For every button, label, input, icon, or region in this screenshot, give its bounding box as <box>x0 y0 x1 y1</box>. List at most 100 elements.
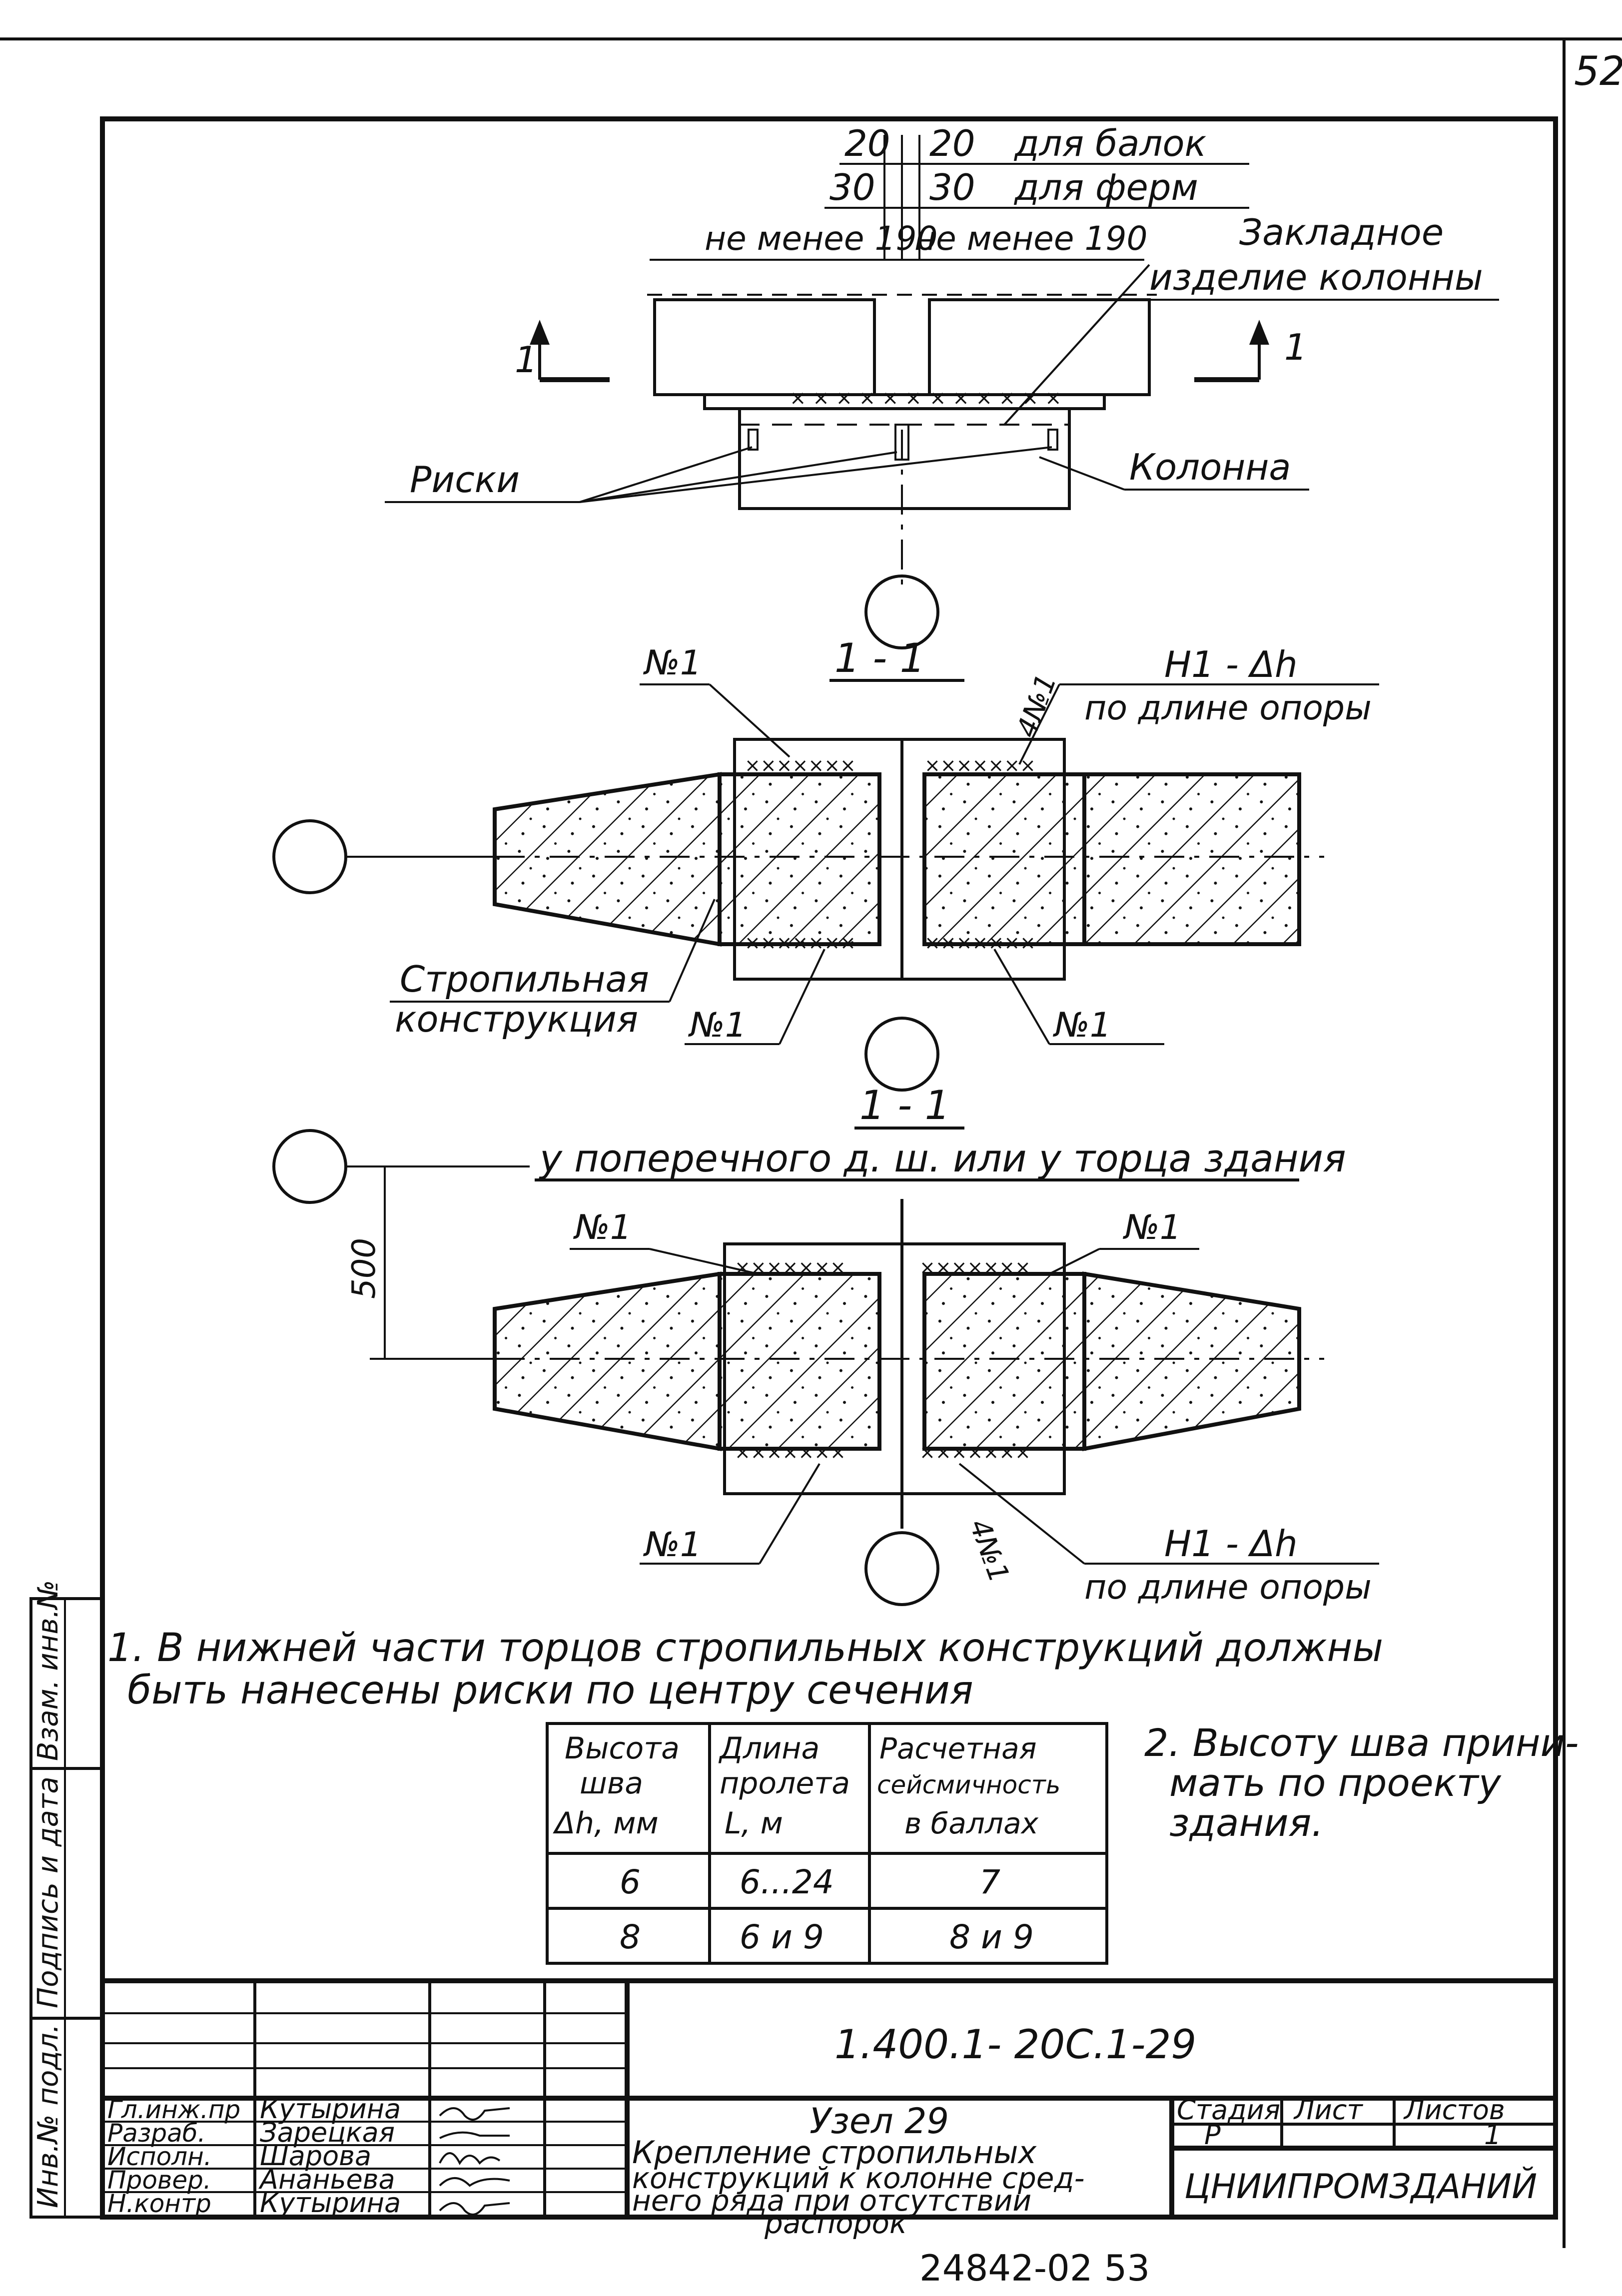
tb-signature-1 <box>439 2107 510 2121</box>
beam-end-right <box>928 298 1151 396</box>
section-a-title: 1 - 1 <box>834 635 925 681</box>
section-a-weld-bl: ××××××× <box>745 932 856 954</box>
weld-marks-right: × × × × × × <box>929 387 1062 410</box>
column-head <box>738 407 1071 510</box>
dim-beams-right: 20 <box>929 122 975 164</box>
section-b-weld-tr: ××××××× <box>919 1256 1031 1278</box>
dim-trusses-right: 30 <box>929 166 975 208</box>
drawing-frame <box>100 116 1558 2220</box>
tb-signature-3 <box>439 2152 501 2165</box>
section-b: 1 - 1 у поперечного д. ш. или у торца зд… <box>272 1082 1379 1607</box>
tb-stage-value: Р <box>1204 2119 1221 2151</box>
section-b-plate-outline <box>723 1242 1066 1495</box>
weld-marks-left: × × × × × × <box>790 387 922 410</box>
section-b-no1-bottom-left: №1 <box>643 1525 702 1565</box>
embedded-line1: Закладное <box>1239 211 1444 253</box>
section-a: 1 - 1 №1 4№1 H1 - Δh по длине опоры ××××… <box>272 635 1379 1092</box>
section-b-slab-left-taper <box>493 1271 722 1451</box>
section-b-h-sub: по длине опоры <box>1084 1568 1372 1607</box>
tb-name-4: Ананьева <box>258 2164 395 2195</box>
note2-line1: 2. Высоту шва прини- <box>1144 1721 1579 1765</box>
tb-role-5: Н.контр <box>107 2189 211 2218</box>
hdr-height-2: шва <box>580 1766 643 1801</box>
tb-desc-line3: него ряда при отсутствии <box>632 2184 1031 2218</box>
hdr-span-3: L, м <box>725 1806 783 1841</box>
section-a-no1-leader <box>709 683 791 758</box>
label-trusses: для ферм <box>1013 166 1198 208</box>
section-a-slab-left-taper <box>493 772 722 947</box>
min-left: не менее 190 <box>705 219 937 258</box>
section-a-no1-bottom-left: №1 <box>688 1006 747 1045</box>
axis-bubble-top <box>864 574 939 649</box>
top-detail: 20 20 для балок 30 30 для ферм не менее … <box>385 122 1499 649</box>
page-number: 52 <box>1574 48 1622 94</box>
section-b-weld-leader <box>958 1463 1085 1565</box>
section-b-slab-right-end <box>922 1272 1086 1451</box>
note2-line2: мать по проекту <box>1169 1760 1502 1805</box>
section-b-no1-top-right: №1 <box>1122 1208 1181 1247</box>
mark-left <box>748 429 759 451</box>
cell-r1-c1: 6 <box>620 1863 641 1901</box>
section-a-weld-br: ××××××× <box>924 932 1036 954</box>
section-b-slab-left-end <box>718 1272 881 1451</box>
cell-r1-c2: 6...24 <box>740 1863 834 1901</box>
tb-role-1: Гл.инж.пр <box>107 2095 240 2124</box>
weld-table-border <box>546 1722 1108 1965</box>
section-b-weld-bottom-right: 4№1 <box>963 1515 1015 1587</box>
section-a-slab-left-end <box>718 772 881 946</box>
section-b-h-label: H1 - Δh <box>1164 1523 1298 1565</box>
section-b-subtitle: у поперечного д. ш. или у торца здания <box>539 1136 1346 1180</box>
tb-role-4: Провер. <box>107 2166 211 2195</box>
section-b-weld-tl: ××××××× <box>735 1256 846 1278</box>
column-label: Колонна <box>1129 446 1291 488</box>
section-a-h-label: H1 - Δh <box>1164 643 1298 685</box>
cell-r2-c1: 8 <box>620 1918 641 1956</box>
section-b-weld-bl: ××××××× <box>735 1441 846 1463</box>
hdr-height-1: Высота <box>565 1731 680 1766</box>
section-b-title: 1 - 1 <box>859 1082 950 1129</box>
stamp-inv-orig: Инв.№ подл. <box>32 2024 64 2208</box>
tb-desc-line2: конструкций к колонне сред- <box>632 2161 1085 2195</box>
section-arrowhead-right <box>1249 320 1269 345</box>
tb-name-2: Зарецкая <box>260 2117 395 2148</box>
section-a-no1-br-leader <box>993 948 1050 1045</box>
section-a-weld-leader <box>1018 684 1060 765</box>
section-b-no1-top-left: №1 <box>573 1208 632 1247</box>
stamp-signature-date: Подпись и дата <box>32 1776 64 2008</box>
note2-line3: здания. <box>1169 1800 1324 1845</box>
section-a-slab-right-end <box>922 772 1086 946</box>
section-a-weld-tl: ××××××× <box>745 754 856 776</box>
note1-line2: быть нанесены риски по центру сечения <box>127 1668 973 1713</box>
section-mark-left: 1 <box>515 339 538 381</box>
section-a-slab-right <box>1082 772 1301 946</box>
cell-r2-c2: 6 и 9 <box>740 1918 824 1956</box>
tb-role-2: Разраб. <box>107 2119 205 2148</box>
tb-name-1: Кутырина <box>260 2093 401 2125</box>
tb-signature-4 <box>439 2177 510 2187</box>
dim-beams-left: 20 <box>844 122 890 164</box>
note1-line1: 1. В нижней части торцов стропильных кон… <box>107 1626 1383 1671</box>
dim-trusses-left: 30 <box>829 166 875 208</box>
tb-desc-line1: Крепление стропильных <box>632 2134 1037 2171</box>
hdr-seismic-1: Расчетная <box>879 1731 1037 1765</box>
side-stamp-border <box>29 1597 104 2219</box>
section-a-no1-bottom-right: №1 <box>1052 1006 1111 1045</box>
hdr-seismic-2: сейсмичность <box>877 1770 1060 1799</box>
marks-leader-2 <box>579 451 897 503</box>
section-a-h-sub: по длине опоры <box>1084 688 1372 728</box>
tb-stage-header: Стадия <box>1177 2094 1280 2126</box>
section-a-rafter-line2: конструкция <box>395 998 638 1040</box>
axis-bubble-b-bottom <box>864 1531 939 1606</box>
hdr-span-2: пролета <box>720 1766 850 1801</box>
tb-designation: 1.400.1- 20С.1-29 <box>834 2021 1196 2068</box>
section-b-slab-right-taper <box>1082 1271 1301 1451</box>
marks-leader-1 <box>579 446 753 503</box>
tb-name-5: Кутырина <box>260 2187 401 2219</box>
weld-table: Высота шва Δh, мм Длина пролета L, м Рас… <box>546 1722 1108 1965</box>
section-a-no1-top-left: №1 <box>643 643 702 683</box>
section-a-plate-outline <box>733 738 1066 981</box>
axis-bubble-a-left <box>272 819 347 894</box>
beam-end-left <box>653 298 876 396</box>
cell-r1-c3: 7 <box>979 1863 1000 1901</box>
tb-organization: ЦНИИПРОМЗДАНИЙ <box>1184 2167 1537 2207</box>
